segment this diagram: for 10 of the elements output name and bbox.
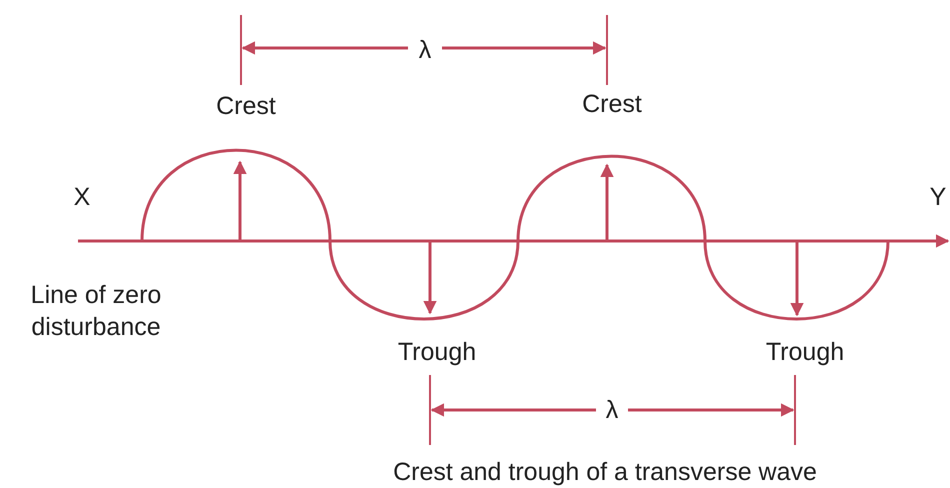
wavelength-label: λ	[418, 35, 432, 66]
trough-label: Trough	[396, 337, 478, 368]
axis-end-label: X	[72, 182, 92, 213]
zero-line-label: Line of zero disturbance	[30, 280, 162, 343]
wavelength-label: λ	[604, 395, 620, 426]
caption: Crest and trough of a transverse wave	[392, 457, 818, 488]
crest-label: Crest	[581, 89, 643, 120]
axis-end-label: Y	[928, 182, 948, 213]
trough-label: Trough	[764, 337, 846, 368]
crest-label: Crest	[215, 91, 277, 122]
